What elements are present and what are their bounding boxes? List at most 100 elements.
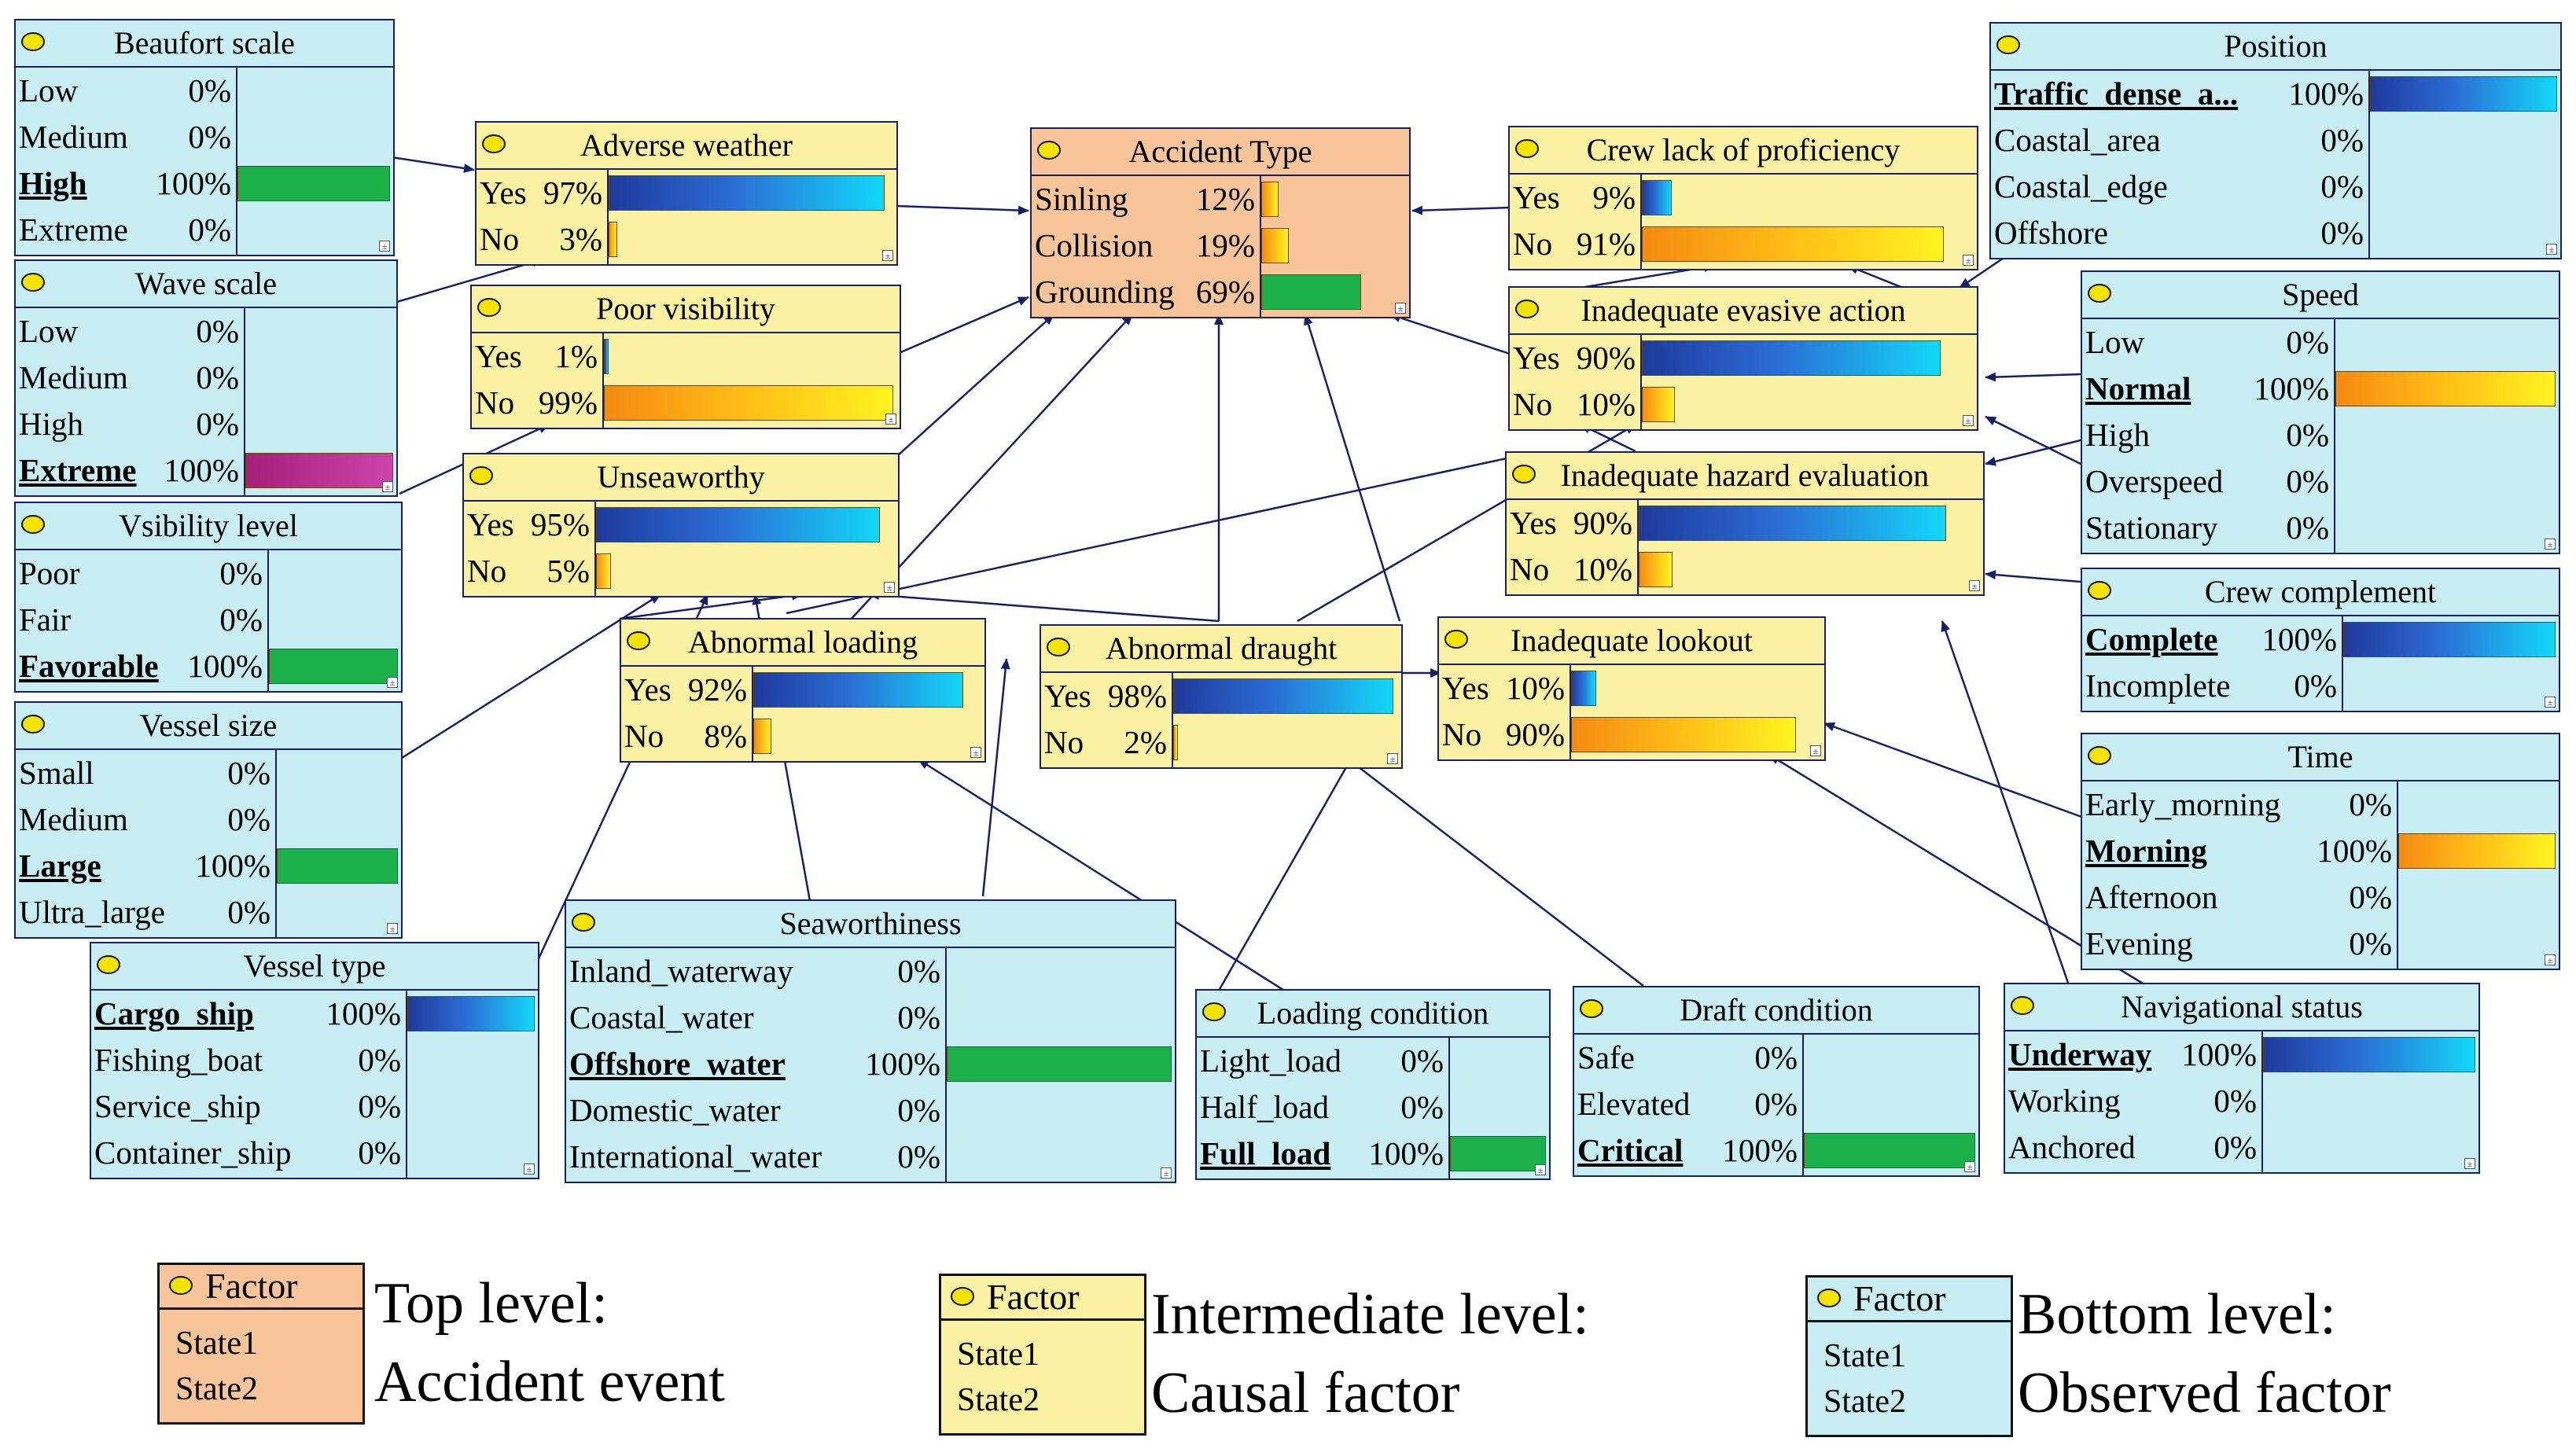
node-expand-icon[interactable]: ± [2545,954,2556,965]
node-expand-icon[interactable]: ± [1161,1167,1172,1178]
node-expand-icon[interactable]: ± [382,481,393,492]
node-expand-icon[interactable]: ± [524,1164,535,1175]
node-expand-icon[interactable]: ± [1810,745,1821,756]
state-row[interactable]: Traffic_dense_a...100% [1991,71,2560,117]
node-expand-icon[interactable]: ± [387,923,398,934]
node-expand-icon[interactable]: ± [1535,1164,1546,1175]
node-expand-icon[interactable]: ± [1964,1161,1975,1172]
node-expand-icon[interactable]: ± [1969,580,1980,591]
node-expand-icon[interactable]: ± [2546,244,2557,255]
node-expand-icon[interactable]: ± [387,677,398,688]
node-expand-icon[interactable]: ± [1387,753,1398,764]
node-expand-icon[interactable]: ± [1395,303,1406,314]
node-expand-icon[interactable]: ± [2545,697,2556,708]
node-expand-icon[interactable]: ± [970,747,981,758]
node-expand-icon[interactable]: ± [2545,539,2556,550]
node-expand-icon[interactable]: ± [2464,1158,2475,1169]
node-expand-icon[interactable]: ± [379,241,390,252]
node-expand-icon[interactable]: ± [884,582,895,593]
node-expand-icon[interactable]: ± [1963,255,1974,266]
node-expand-icon[interactable]: ± [1963,415,1974,426]
